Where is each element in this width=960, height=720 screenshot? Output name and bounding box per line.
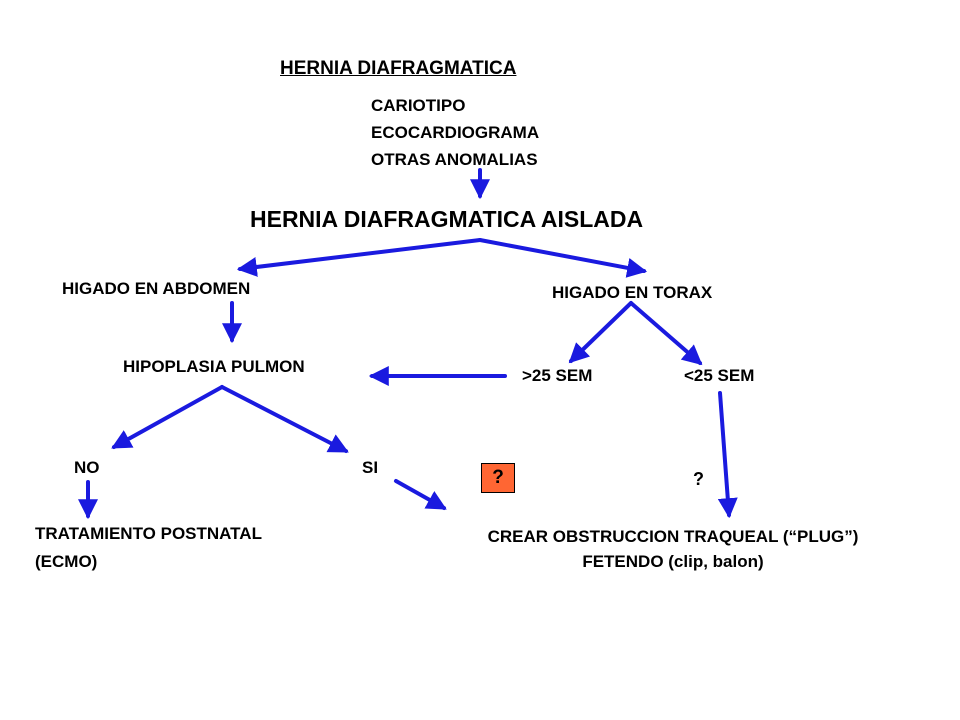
arrow-thorax-to-under25 bbox=[629, 301, 703, 366]
test-karyotype: CARIOTIPO bbox=[371, 96, 466, 115]
branch-no: NO bbox=[74, 458, 100, 477]
question-box: ? bbox=[481, 463, 515, 493]
arrow-hypoplasia-to-no bbox=[111, 385, 224, 449]
arrow-si-to-tracheal bbox=[394, 479, 447, 510]
postnatal-ecmo: (ECMO) bbox=[35, 552, 98, 571]
liver-in-abdomen: HIGADO EN ABDOMEN bbox=[62, 279, 251, 298]
test-echocardiogram: ECOCARDIOGRAMA bbox=[371, 123, 540, 142]
arrow-hypoplasia-to-si bbox=[220, 385, 349, 453]
under-25-weeks: <25 SEM bbox=[684, 366, 755, 385]
over-25-weeks: >25 SEM bbox=[522, 366, 593, 385]
arrow-thorax-to-over25 bbox=[568, 301, 633, 364]
arrow-isolated-to-thorax bbox=[478, 238, 648, 278]
title: HERNIA DIAFRAGMATICA bbox=[280, 58, 517, 79]
liver-in-thorax: HIGADO EN TORAX bbox=[552, 283, 713, 302]
branch-si: SI bbox=[362, 458, 379, 477]
question-mark: ? bbox=[693, 469, 704, 489]
test-other-anomalies: OTRAS ANOMALIAS bbox=[371, 150, 538, 169]
arrow-under25-to-tracheal bbox=[717, 391, 738, 519]
arrow-isolated-to-abdomen bbox=[236, 238, 482, 277]
isolated-hernia: HERNIA DIAFRAGMATICA AISLADA bbox=[250, 206, 644, 232]
lung-hypoplasia: HIPOPLASIA PULMON bbox=[123, 357, 305, 376]
tracheal-obstruction: CREAR OBSTRUCCION TRAQUEAL (“PLUG”) bbox=[487, 527, 859, 546]
fetendo: FETENDO (clip, balon) bbox=[582, 552, 764, 571]
postnatal-treatment: TRATAMIENTO POSTNATAL bbox=[35, 524, 262, 543]
